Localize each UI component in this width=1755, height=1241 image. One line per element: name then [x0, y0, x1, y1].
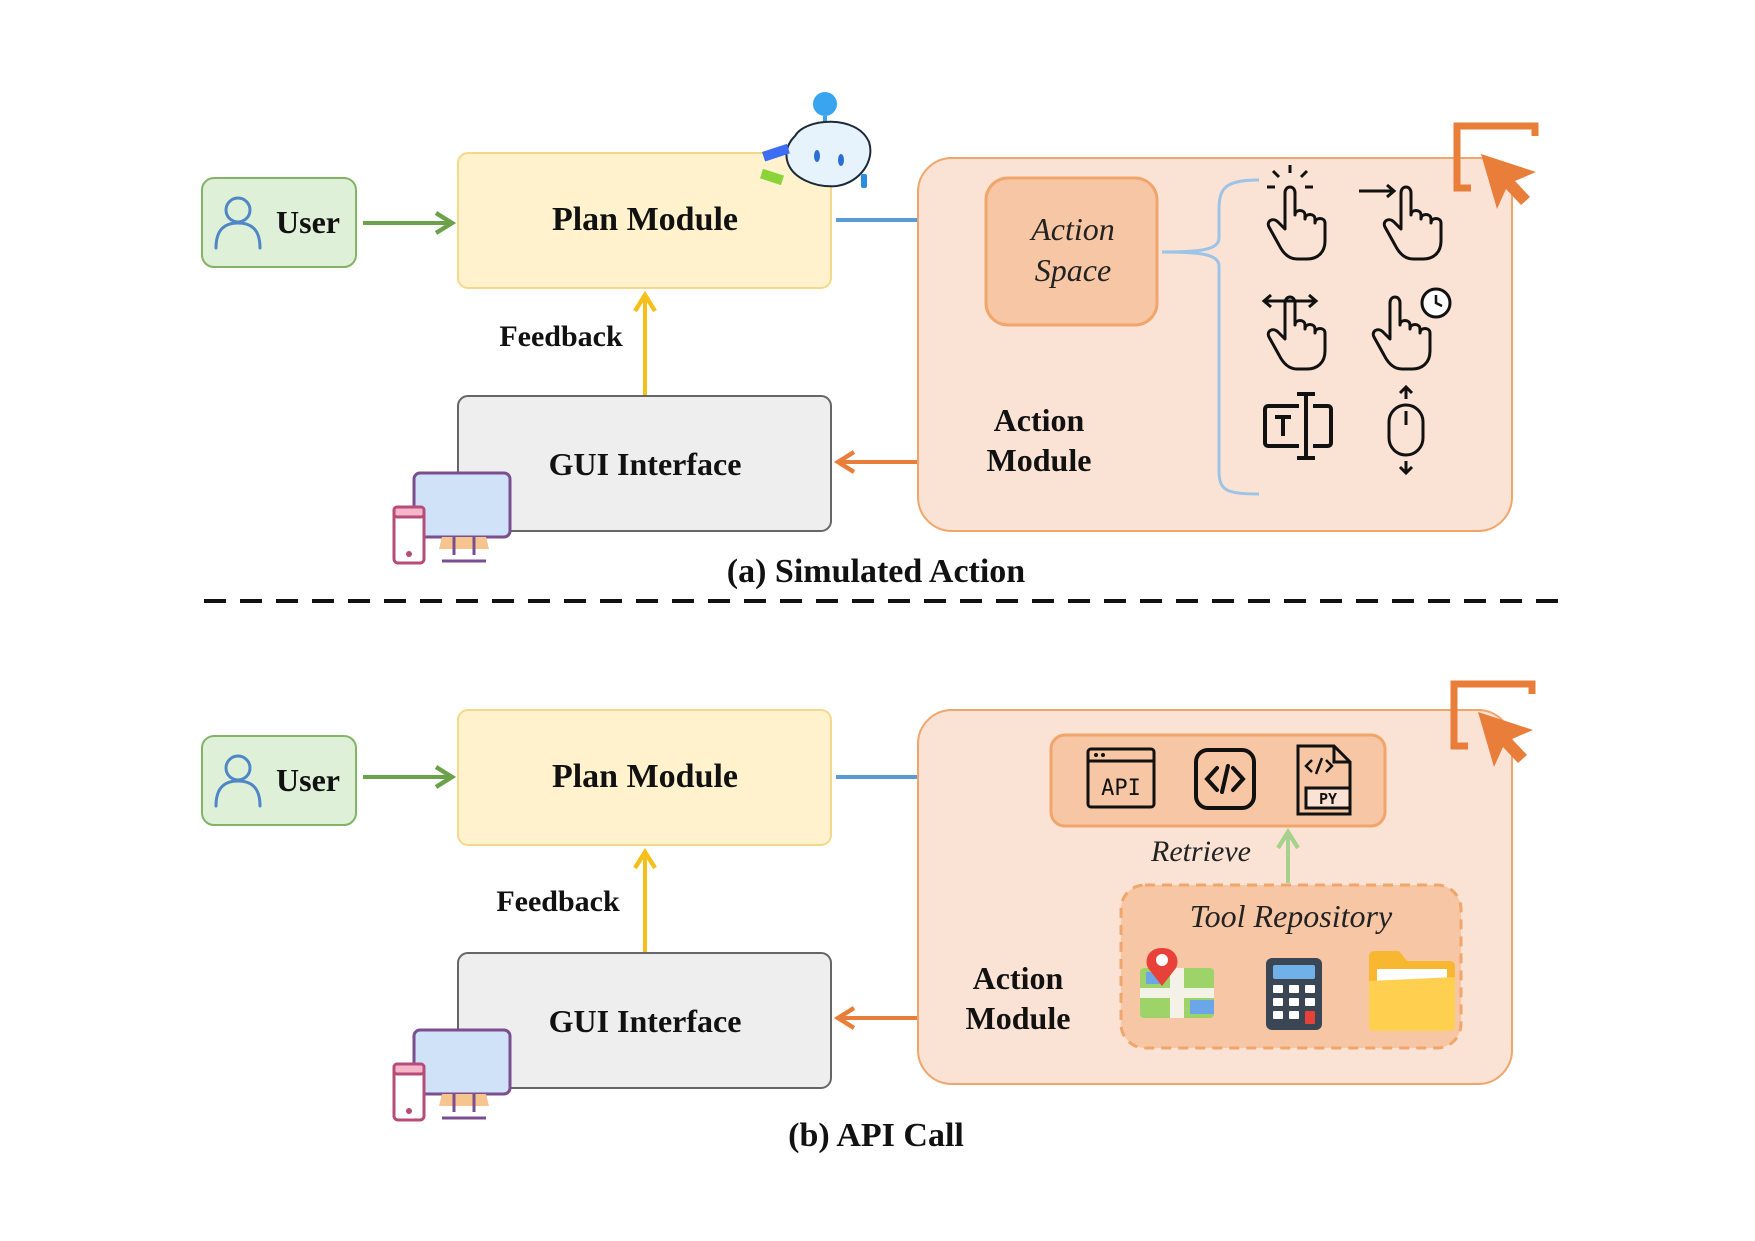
panel-a: User Plan Module Feedback GUI Interface — [201, 92, 1536, 590]
folder-icon — [1369, 951, 1455, 1031]
user-box-b — [201, 735, 357, 826]
pinch-gesture-icon — [1261, 293, 1327, 371]
map-icon — [1140, 948, 1214, 1018]
plan-module-label: Plan Module — [552, 758, 738, 795]
panel-b: User Plan Module Feedback GUI Interface … — [201, 684, 1533, 1154]
gui-interface-label: GUI Interface — [549, 1003, 742, 1039]
gui-interface-label: GUI Interface — [549, 446, 742, 482]
py-icon-label: PY — [1319, 790, 1337, 808]
long-press-gesture-icon — [1371, 287, 1452, 371]
user-label: User — [276, 204, 340, 240]
api-tools-box — [1049, 733, 1387, 828]
action-module-line1: Action — [994, 402, 1085, 438]
code-icon — [1194, 748, 1256, 810]
gui-interface-box-b — [457, 952, 832, 1089]
feedback-label: Feedback — [496, 885, 620, 918]
gui-interface-box-a — [457, 395, 832, 532]
swipe-gesture-icon — [1359, 183, 1443, 261]
action-space-brace — [1161, 178, 1260, 496]
action-space-line2: Space — [1035, 252, 1111, 288]
retrieve-label: Retrieve — [1150, 835, 1251, 868]
api-window-icon: API — [1086, 747, 1156, 809]
calculator-icon — [1266, 958, 1322, 1030]
api-icon-label: API — [1101, 776, 1141, 801]
text-input-icon — [1263, 392, 1333, 460]
feedback-label: Feedback — [499, 320, 623, 353]
action-module-line1: Action — [973, 960, 1064, 996]
robot-icon — [759, 92, 872, 188]
device-icon — [392, 1028, 512, 1122]
plan-module-box-a — [457, 152, 832, 289]
action-space-box — [984, 176, 1159, 327]
user-box-a — [201, 177, 357, 268]
python-file-icon: PY — [1296, 744, 1352, 816]
caption-a: (a) Simulated Action — [727, 553, 1026, 590]
plan-module-label: Plan Module — [552, 201, 738, 238]
device-icon — [392, 471, 512, 565]
user-label: User — [276, 762, 340, 798]
action-space-line1: Action — [1029, 211, 1115, 247]
tap-gesture-icon — [1266, 165, 1327, 261]
action-module-line2: Module — [987, 442, 1092, 478]
scroll-mouse-icon — [1387, 384, 1425, 476]
action-module-line2: Module — [966, 1000, 1071, 1036]
plan-module-box-b — [457, 709, 832, 846]
tool-repository-label: Tool Repository — [1190, 898, 1393, 934]
caption-b: (b) API Call — [788, 1117, 964, 1154]
